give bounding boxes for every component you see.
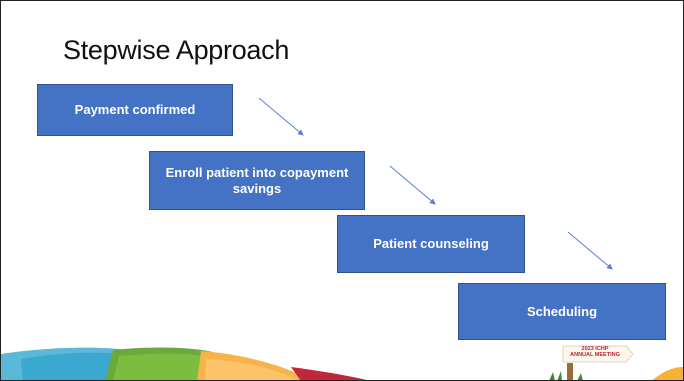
arrow-3-to-4 — [567, 231, 613, 270]
arrow-2-to-3 — [389, 165, 436, 205]
step-box-patient-counseling: Patient counseling — [337, 215, 525, 273]
step-label: Scheduling — [526, 303, 598, 319]
connector-arrows — [258, 97, 613, 270]
step-label: Patient counseling — [373, 236, 489, 251]
footer-decoration — [1, 345, 683, 380]
step-label: Enroll patient into copayment savings — [165, 164, 349, 196]
badge-line-2: ANNUAL MEETING — [570, 352, 620, 358]
arrow-1-to-2 — [258, 97, 304, 136]
step-label: Payment confirmed — [74, 102, 196, 117]
slide-title: Stepwise Approach — [63, 35, 290, 65]
step-box-scheduling: Scheduling — [458, 283, 666, 340]
step-box-payment-confirmed: Payment confirmed — [37, 84, 233, 136]
badge-line-1: 2023 ICHP — [581, 346, 609, 352]
conference-badge: 2023 ICHP ANNUAL MEETING — [565, 346, 625, 358]
step-box-enroll-copayment: Enroll patient into copayment savings — [149, 151, 365, 210]
